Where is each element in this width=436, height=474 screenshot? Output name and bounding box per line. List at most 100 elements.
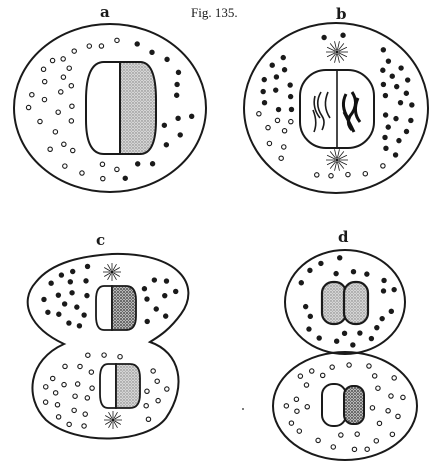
light-granule	[156, 398, 160, 402]
dark-granule	[164, 142, 169, 147]
dark-granule	[288, 94, 293, 99]
light-granule	[377, 421, 381, 425]
light-granule	[43, 400, 47, 404]
panel-d-lower-nucleus-dark	[344, 386, 364, 424]
dark-granule	[409, 103, 414, 108]
dark-granule	[390, 74, 395, 79]
light-granule	[151, 369, 155, 373]
dark-granule	[408, 118, 413, 123]
light-granule	[282, 129, 286, 133]
dark-granule	[341, 33, 346, 38]
dark-granule	[404, 129, 409, 134]
light-granule	[297, 429, 301, 433]
panel-a-nucleus-light-half	[86, 62, 120, 154]
light-granule	[38, 119, 42, 123]
light-granule	[145, 389, 149, 393]
panel-c-aster-bottom	[104, 411, 122, 429]
dark-granule	[393, 153, 398, 158]
light-granule	[155, 379, 159, 383]
dark-granule	[82, 313, 87, 318]
dark-granule	[135, 161, 140, 166]
light-granule	[146, 417, 150, 421]
light-granule	[376, 386, 380, 390]
light-granule	[304, 383, 308, 387]
dark-granule	[386, 59, 391, 64]
dark-granule	[282, 67, 287, 72]
dark-granule	[262, 100, 267, 105]
dark-granule	[404, 91, 409, 96]
panel-c-nucleus-top-dark	[112, 286, 136, 330]
light-granule	[56, 415, 60, 419]
light-granule	[51, 376, 55, 380]
light-granule	[390, 432, 394, 436]
dark-granule	[334, 271, 339, 276]
dark-granule	[270, 63, 275, 68]
light-granule	[401, 395, 405, 399]
light-granule	[316, 438, 320, 442]
dark-granule	[319, 261, 324, 266]
dark-granule	[150, 50, 155, 55]
light-granule	[48, 147, 52, 151]
light-granule	[73, 394, 77, 398]
dark-granule	[281, 55, 286, 60]
dark-granule	[276, 107, 281, 112]
panel-d-upper-nucleus-left	[322, 282, 346, 324]
light-granule	[86, 353, 90, 357]
dark-granule	[397, 138, 402, 143]
light-granule	[102, 353, 106, 357]
panel-c-nucleus-bottom-dark	[116, 364, 140, 408]
light-granule	[85, 396, 89, 400]
light-granule	[69, 119, 73, 123]
light-granule	[266, 125, 270, 129]
dark-granule	[145, 297, 150, 302]
dark-granule	[303, 304, 308, 309]
light-granule	[279, 156, 283, 160]
dark-granule	[384, 146, 389, 151]
light-granule	[30, 93, 34, 97]
dark-granule	[364, 272, 369, 277]
dark-granule	[289, 107, 294, 112]
light-granule	[61, 75, 65, 79]
dark-granule	[383, 135, 388, 140]
centrosome	[111, 418, 114, 421]
dark-granule	[382, 278, 387, 283]
dark-granule	[174, 93, 179, 98]
dark-granule	[342, 331, 347, 336]
dark-granule	[383, 113, 388, 118]
light-granule	[370, 406, 374, 410]
dark-granule	[165, 57, 170, 62]
dark-granule	[45, 310, 50, 315]
light-granule	[396, 414, 400, 418]
light-granule	[115, 38, 119, 42]
panel-a-nucleus-dark-half	[120, 62, 156, 154]
light-granule	[83, 412, 87, 416]
light-granule	[329, 174, 333, 178]
dark-granule	[176, 70, 181, 75]
light-granule	[275, 118, 279, 122]
panel-b-cell	[244, 23, 428, 193]
dark-granule	[394, 84, 399, 89]
dark-granule	[84, 278, 89, 283]
light-granule	[321, 373, 325, 377]
light-granule	[87, 44, 91, 48]
dark-granule	[154, 307, 159, 312]
panel-c-aster-top	[103, 263, 121, 281]
dark-granule	[162, 123, 167, 128]
dark-granule	[163, 314, 168, 319]
dark-granule	[350, 343, 355, 348]
dark-granule	[374, 325, 379, 330]
dark-granule	[164, 279, 169, 284]
light-granule	[381, 164, 385, 168]
light-granule	[42, 97, 46, 101]
light-granule	[365, 447, 369, 451]
dark-granule	[369, 336, 374, 341]
dark-granule	[394, 116, 399, 121]
panel-c-nucleus-bottom-light	[100, 364, 116, 408]
dark-granule	[62, 302, 67, 307]
dark-granule	[380, 68, 385, 73]
light-granule	[67, 422, 71, 426]
dark-granule	[351, 269, 356, 274]
dark-granule	[150, 161, 155, 166]
light-granule	[165, 387, 169, 391]
centrosome	[110, 270, 113, 273]
